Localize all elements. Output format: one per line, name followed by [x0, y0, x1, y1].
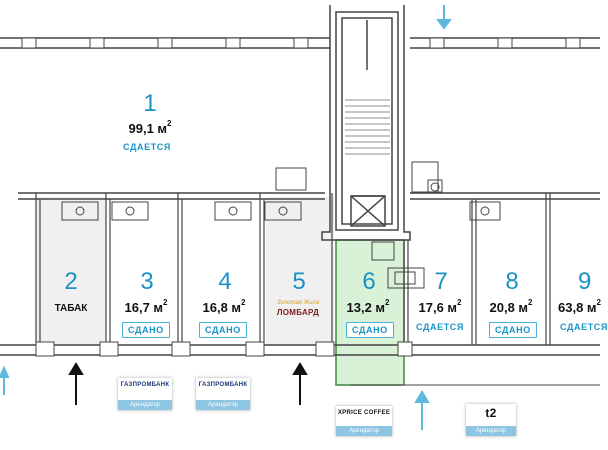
- tenant-tag: Арендатор: [336, 426, 392, 436]
- gazprombank-brand: ГАЗПРОМБАНК: [120, 382, 170, 388]
- unit-7-number: 7: [434, 268, 448, 295]
- unit-1-number: 1: [143, 90, 157, 117]
- top-windows: [21, 37, 581, 49]
- unit-3-area: 16,7 м2: [124, 298, 168, 315]
- unit-5-tenant: ЛОМБАРД: [276, 308, 320, 317]
- unit-9-area: 63,8 м2: [558, 298, 601, 315]
- unit-8-status: СДАНО: [489, 322, 537, 338]
- unit-9-status: СДАЕТСЯ: [560, 322, 608, 332]
- unit-2-shade: [36, 197, 106, 345]
- unit-5-tenant-sub: Золотая Жила: [276, 300, 320, 306]
- gazprombank-brand: ГАЗПРОМБАНК: [198, 382, 248, 388]
- unit-4-number: 4: [218, 268, 232, 295]
- unit-9-number: 9: [578, 268, 592, 295]
- unit-1-status: СДАЕТСЯ: [123, 142, 171, 152]
- unit-6-status: СДАНО: [346, 322, 394, 338]
- tenant-tag: Арендатор: [196, 400, 250, 410]
- tenant-tag: Арендатор: [118, 400, 172, 410]
- gazprombank-logo-2: ГАЗПРОМБАНК Арендатор: [196, 378, 250, 410]
- unit-1-area: 99,1 м2: [128, 119, 172, 136]
- unit-8-area: 20,8 м2: [489, 298, 533, 315]
- entrance-arrows-black: [68, 362, 308, 405]
- unit-6-number: 6: [362, 268, 376, 295]
- t2-brand: t2: [485, 406, 497, 420]
- unit-2-label: ТАБАК: [54, 303, 88, 314]
- unit-4-status: СДАНО: [199, 322, 247, 338]
- unit-7-status: СДАЕТСЯ: [416, 322, 464, 332]
- shop-row-wall: [18, 192, 600, 200]
- bottom-facade: [0, 344, 600, 356]
- coffee-logo: XPRICE COFFEE Арендатор: [336, 406, 392, 436]
- bottom-windows: [35, 341, 413, 357]
- unit-6-highlight: [335, 239, 405, 386]
- gazprombank-logo-1: ГАЗПРОМБАНК Арендатор: [118, 378, 172, 410]
- restroom-fixtures: [61, 161, 501, 289]
- coffee-brand: XPRICE COFFEE: [337, 410, 391, 416]
- unit-7-area: 17,6 м2: [418, 298, 462, 315]
- unit-dividers: [35, 193, 551, 345]
- unit-3-status: СДАНО: [122, 322, 170, 338]
- unit-8-number: 8: [505, 268, 519, 295]
- stairs: [345, 99, 390, 155]
- entrance-arrows-blue: [0, 5, 452, 430]
- unit-4-area: 16,8 м2: [202, 298, 246, 315]
- unit-5-number: 5: [292, 268, 306, 295]
- stair-core: [321, 5, 411, 241]
- unit-2-number: 2: [64, 268, 78, 295]
- t2-logo: t2 Арендатор: [466, 404, 516, 436]
- unit-6-area: 13,2 м2: [346, 298, 390, 315]
- unit-5-shade: [266, 197, 334, 345]
- tenant-tag: Арендатор: [466, 426, 516, 436]
- unit-3-number: 3: [140, 268, 154, 295]
